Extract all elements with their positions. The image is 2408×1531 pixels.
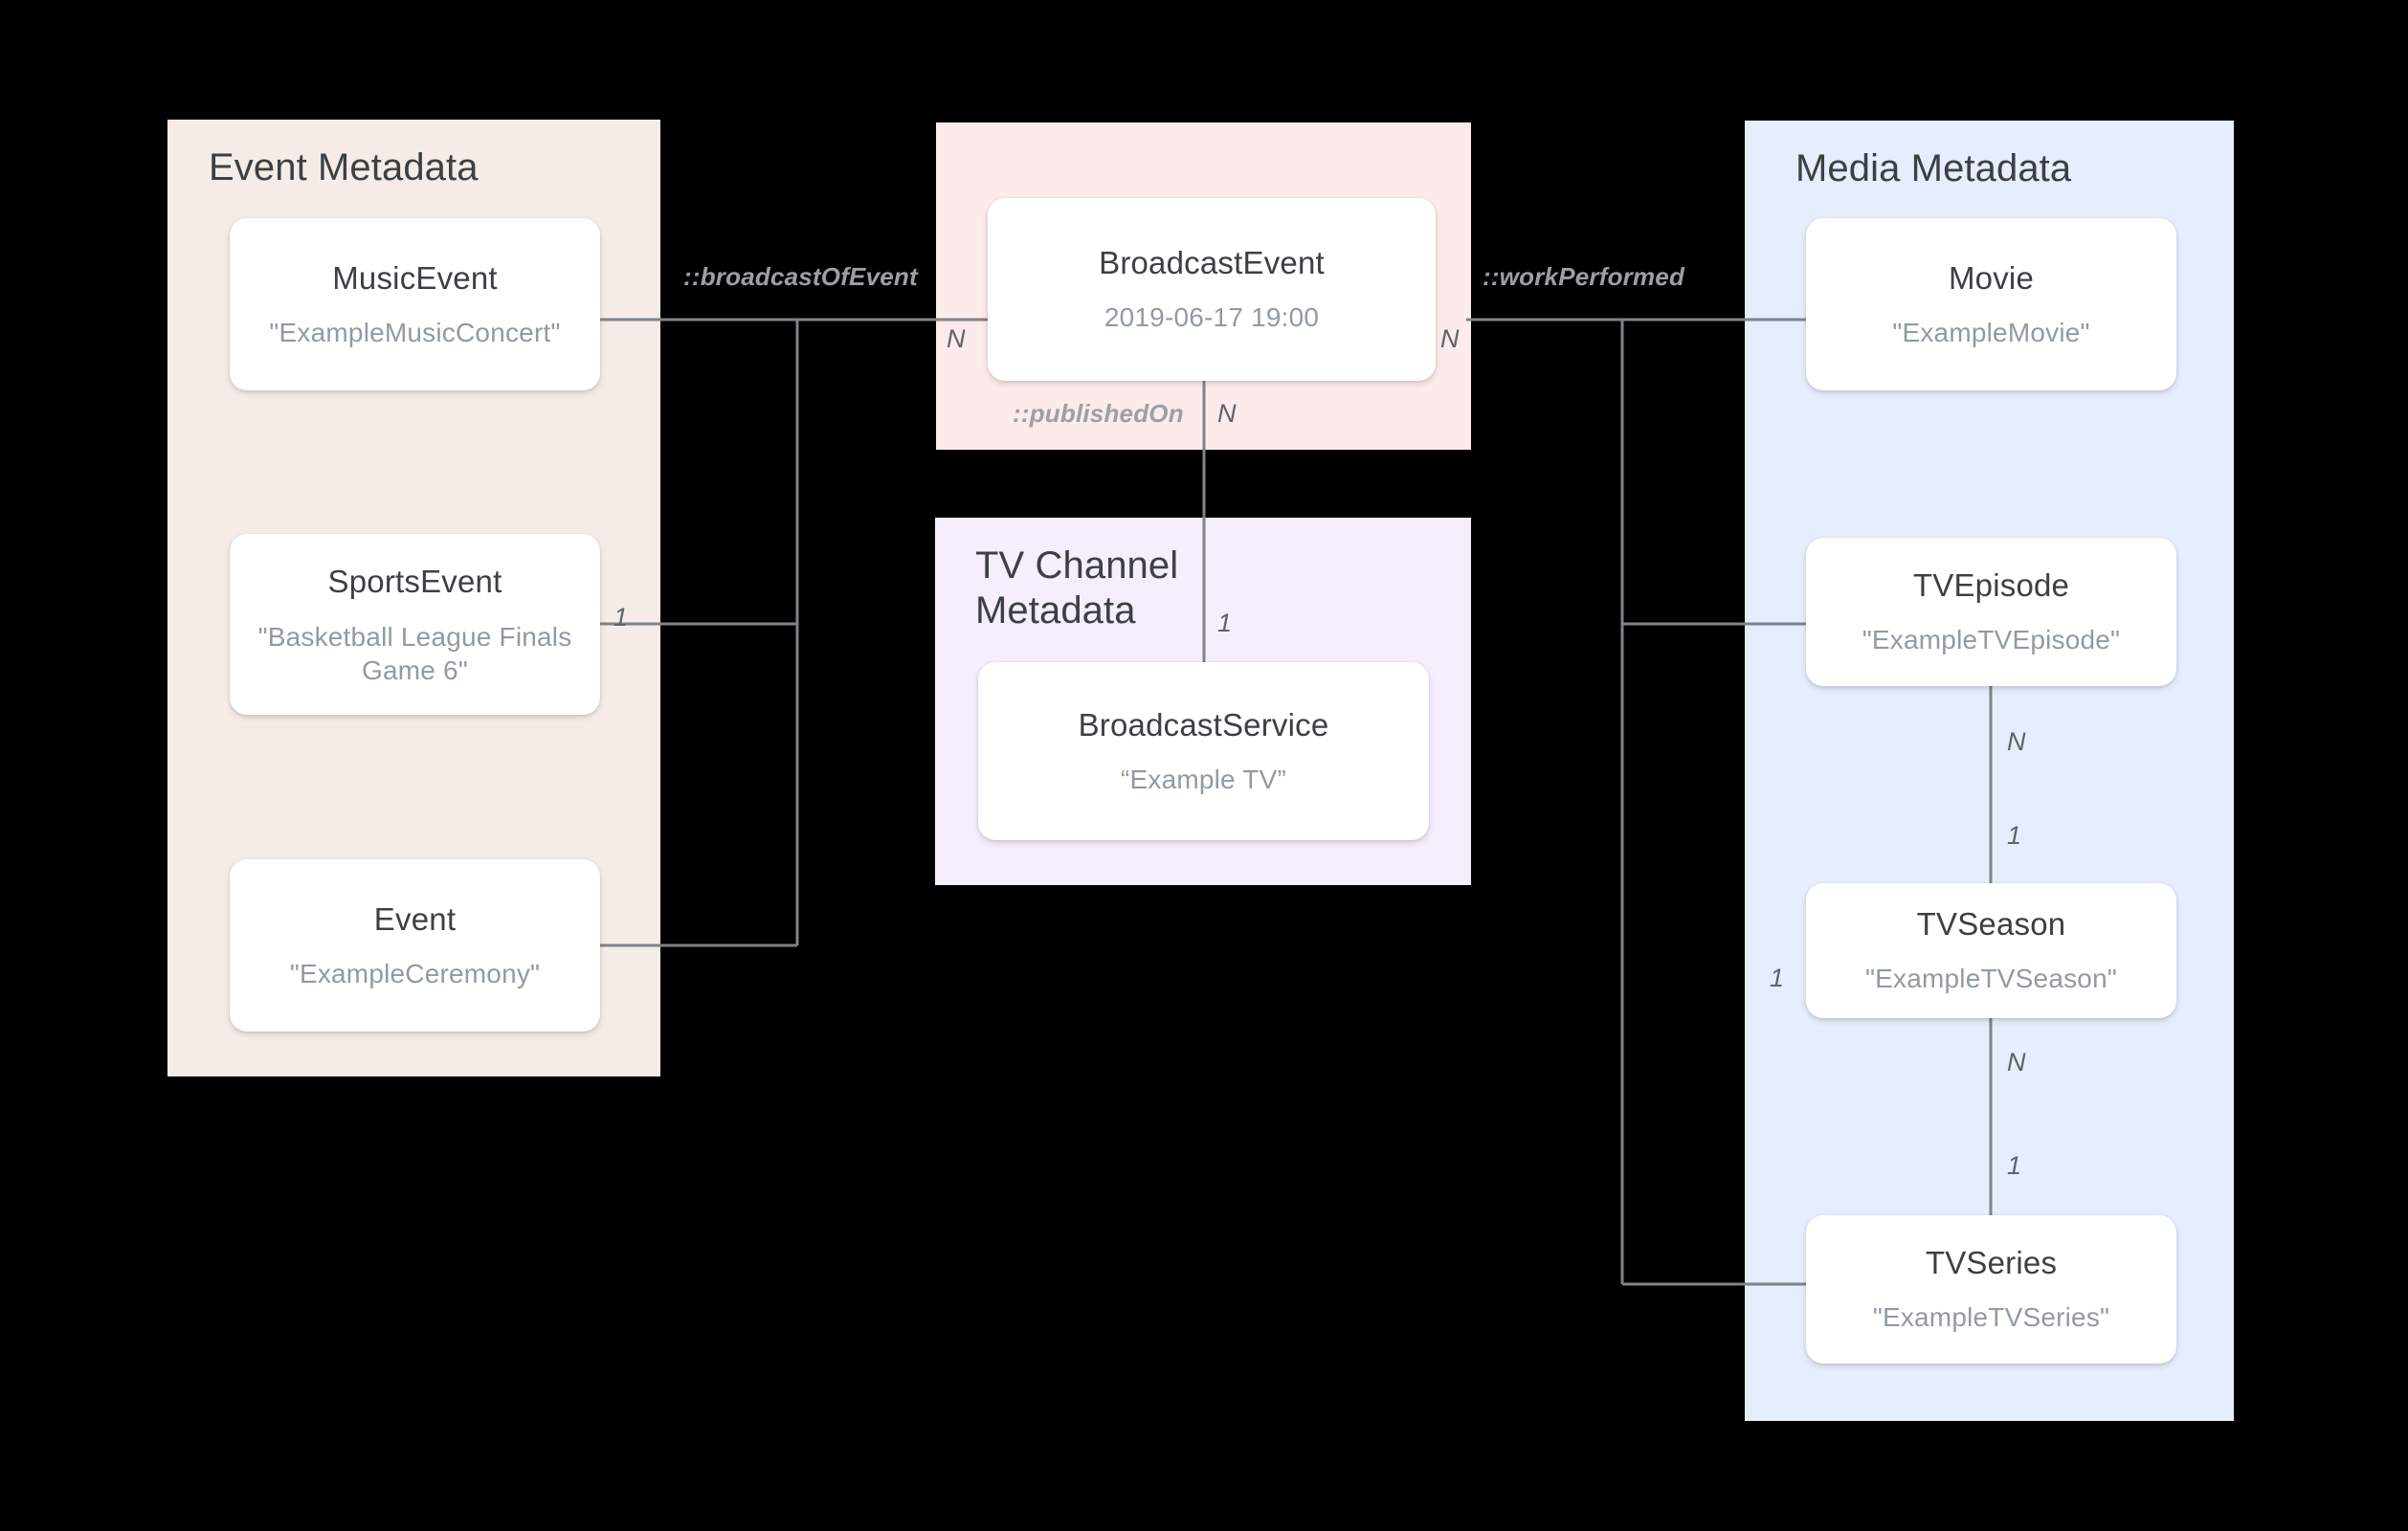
- node-event[interactable]: Event "ExampleCeremony": [230, 859, 600, 1032]
- relation-label-work-performed: ::workPerformed: [1483, 262, 1685, 291]
- cardinality-tv-series-top: 1: [2007, 1151, 2022, 1180]
- cardinality-tv-season-left: 1: [1770, 964, 1785, 992]
- node-subtitle-movie: "ExampleMovie": [1892, 317, 2090, 347]
- node-title-broadcast-service: BroadcastService: [1078, 706, 1329, 743]
- cardinality-tv-season-top: 1: [2007, 821, 2022, 850]
- cardinality-published-on-n: N: [1217, 399, 1237, 428]
- node-tv-series[interactable]: TVSeries "ExampleTVSeries": [1806, 1215, 2176, 1364]
- node-movie[interactable]: Movie "ExampleMovie": [1806, 218, 2176, 390]
- node-subtitle-broadcast-event: 2019-06-17 19:00: [1104, 302, 1320, 333]
- node-tv-season[interactable]: TVSeason "ExampleTVSeason": [1806, 883, 2176, 1018]
- node-sports-event[interactable]: SportsEvent "Basketball League Finals Ga…: [230, 534, 600, 715]
- node-subtitle-event: "ExampleCeremony": [289, 958, 541, 988]
- node-title-tv-season: TVSeason: [1916, 906, 2066, 943]
- node-subtitle-tv-episode: "ExampleTVEpisode": [1862, 625, 2121, 655]
- cardinality-tv-episode-bottom: N: [2007, 727, 2026, 756]
- node-title-movie: Movie: [1948, 259, 2035, 296]
- node-subtitle-music-event: "ExampleMusicConcert": [269, 317, 561, 347]
- panel-title-media-metadata: Media Metadata: [1795, 147, 2072, 189]
- relation-label-published-on: ::publishedOn: [1013, 399, 1184, 428]
- node-subtitle-sports-event: "Basketball League Finals Game 6": [257, 621, 572, 685]
- panel-title-event-metadata: Event Metadata: [209, 146, 479, 189]
- node-subtitle-tv-series: "ExampleTVSeries": [1872, 1302, 2110, 1333]
- node-subtitle-broadcast-service: “Example TV”: [1120, 764, 1287, 794]
- relation-label-broadcast-of-event: ::broadcastOfEvent: [683, 262, 918, 291]
- node-music-event[interactable]: MusicEvent "ExampleMusicConcert": [230, 218, 600, 390]
- node-broadcast-event[interactable]: BroadcastEvent 2019-06-17 19:00: [988, 198, 1436, 381]
- node-subtitle-tv-season: "ExampleTVSeason": [1865, 964, 2117, 994]
- cardinality-broadcast-event-left: N: [947, 324, 966, 353]
- node-title-sports-event: SportsEvent: [327, 564, 502, 600]
- cardinality-broadcast-event-right: N: [1440, 324, 1460, 353]
- panel-title-tv-channel-metadata: TV Channel Metadata: [975, 544, 1179, 632]
- node-broadcast-service[interactable]: BroadcastService “Example TV”: [978, 662, 1429, 840]
- cardinality-tv-season-bottom: N: [2007, 1048, 2026, 1076]
- cardinality-broadcast-service-top: 1: [1217, 609, 1233, 637]
- node-tv-episode[interactable]: TVEpisode "ExampleTVEpisode": [1806, 538, 2176, 686]
- node-title-tv-episode: TVEpisode: [1912, 567, 2070, 604]
- cardinality-sports-event-right: 1: [613, 603, 629, 632]
- node-title-music-event: MusicEvent: [332, 259, 498, 296]
- node-title-tv-series: TVSeries: [1925, 1245, 2058, 1281]
- node-title-event: Event: [373, 900, 457, 937]
- node-title-broadcast-event: BroadcastEvent: [1099, 245, 1325, 281]
